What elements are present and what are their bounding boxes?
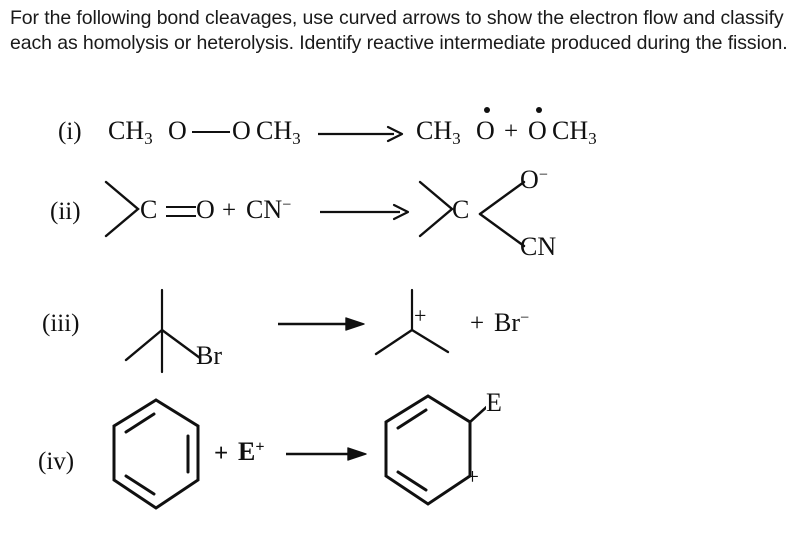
reaction-i-reactant-methyl-1: CH3: [108, 116, 153, 148]
reaction-iv-arrow: [286, 447, 367, 461]
radical-dot-icon: [536, 107, 542, 113]
reaction-iii-arrow: [278, 317, 365, 331]
reaction-ii-product-carbon: C: [452, 195, 470, 224]
reaction-ii-product-wedge-left: [418, 180, 454, 238]
reaction-ii-plus: +: [222, 197, 237, 224]
reaction-label-iv: (iv): [38, 448, 75, 475]
reaction-i-product-methyl-right: CH3: [552, 116, 597, 148]
reaction-iii-reactant-structure: [124, 288, 202, 374]
reaction-label-i: (i): [58, 118, 82, 145]
reaction-iii-plus: +: [470, 310, 485, 337]
reaction-i-oo-bond: [192, 131, 230, 134]
reaction-label-ii: (ii): [50, 198, 81, 225]
reaction-iii-leaving-group-label: Br: [196, 341, 222, 370]
reaction-ii-carbonyl-oxygen: O: [196, 195, 215, 224]
reaction-i-reactant-oxygen-2: O: [232, 116, 251, 145]
reaction-i-reactant-methyl-2: CH3: [256, 116, 301, 148]
reaction-ii-double-bond-upper: [166, 206, 196, 209]
reaction-iii-product-bromide: Br−: [494, 308, 530, 337]
reaction-i-product-methyl-left: CH3: [416, 116, 461, 148]
reaction-i-product-oxygen-right: O: [528, 116, 547, 145]
reaction-ii-double-bond-lower: [166, 215, 196, 218]
reaction-i-arrow: [318, 125, 404, 143]
reaction-ii-nucleophile: CN−: [246, 195, 292, 224]
radical-dot-icon: [484, 107, 490, 113]
reaction-iv-electrophile: E+: [238, 437, 265, 466]
reaction-iii-carbocation-charge: +: [414, 303, 427, 328]
reaction-i-reactant-oxygen-1: O: [168, 116, 187, 145]
reaction-i-plus: +: [504, 118, 519, 145]
reaction-iv-plus: +: [214, 440, 229, 467]
reaction-ii-carbonyl-carbon: C: [140, 195, 158, 224]
reaction-iv-arenium-charge: +: [466, 464, 479, 489]
reaction-ii-product-cyano: CN: [520, 232, 557, 261]
reaction-iii-product-structure: [374, 288, 450, 356]
reaction-i-product-oxygen-left: O: [476, 116, 495, 145]
question-prompt: For the following bond cleavages, use cu…: [10, 7, 788, 54]
reaction-iv-benzene-ring: [112, 398, 200, 510]
reaction-ii-reactant-wedge: [104, 180, 140, 238]
reaction-iv-product-substituent: E: [486, 388, 502, 417]
reaction-label-iii: (iii): [42, 310, 80, 337]
reaction-ii-product-oxide: O−: [520, 165, 548, 194]
reaction-iv-arenium-ring: [384, 394, 486, 506]
reaction-ii-product-wedge-right: [478, 180, 526, 248]
reaction-ii-arrow: [320, 203, 410, 221]
